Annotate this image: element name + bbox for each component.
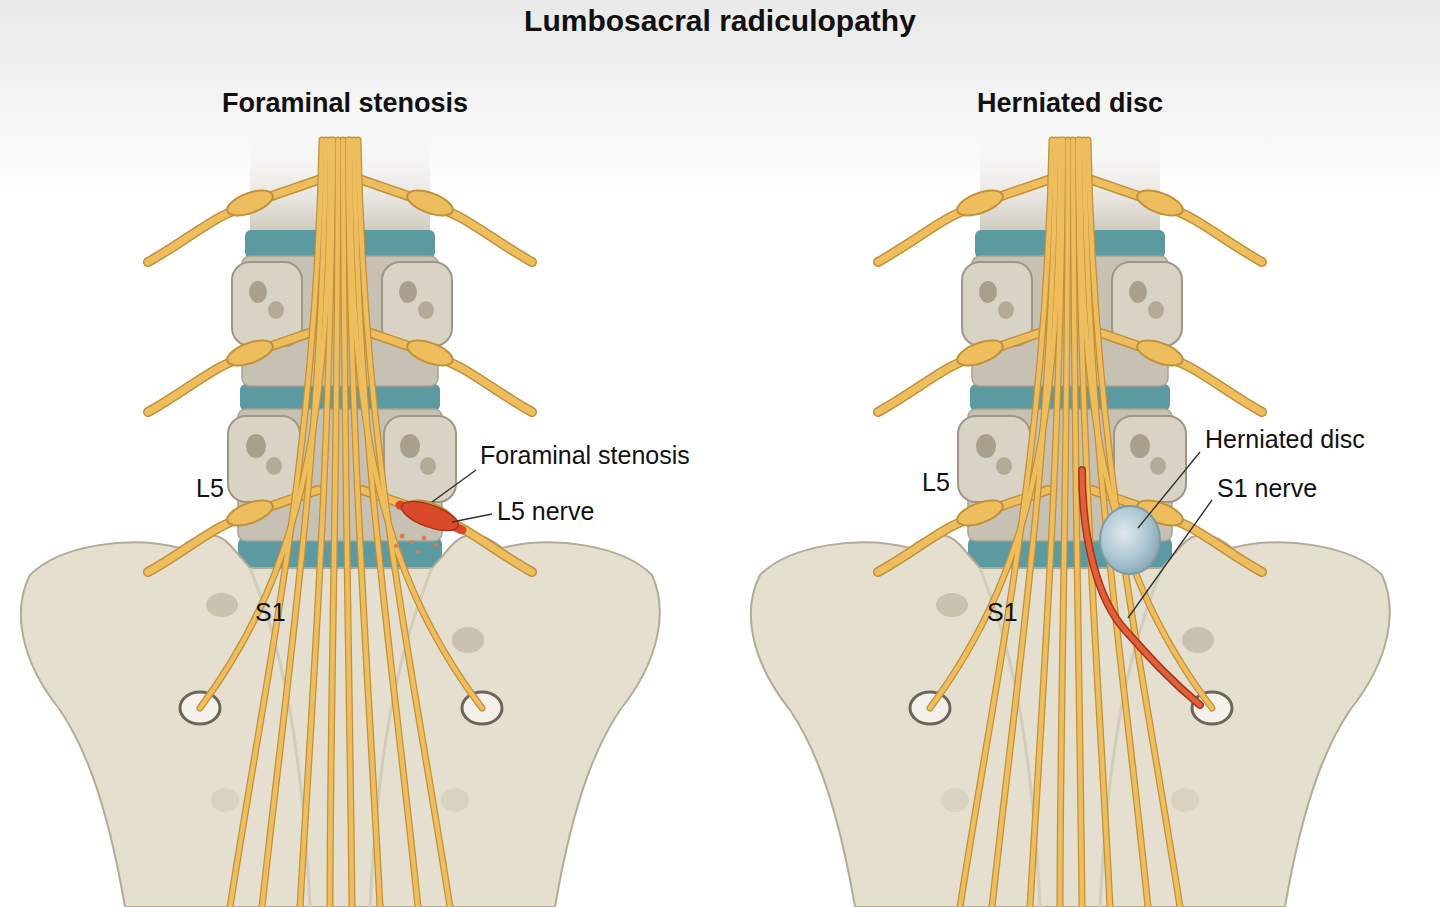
illustration-part — [416, 550, 420, 554]
callout-label: S1 nerve — [1217, 474, 1317, 503]
panel-heading: Herniated disc — [977, 88, 1163, 119]
leader-lines — [432, 452, 1212, 618]
stenosis-highlight — [394, 495, 462, 554]
vertebra-label: L5 — [922, 468, 950, 497]
spine-right — [751, 140, 1390, 907]
diagram-title: Lumbosacral radiculopathy — [524, 4, 916, 39]
illustration-part — [432, 470, 476, 502]
vertebra-label: L5 — [196, 474, 224, 503]
illustration-part — [400, 534, 405, 539]
illustration-part — [452, 514, 492, 522]
callout-label: Foraminal stenosis — [480, 441, 690, 470]
illustration-part — [1100, 506, 1160, 574]
herniation — [1082, 470, 1200, 705]
callout-label: Herniated disc — [1205, 425, 1365, 454]
background-band — [0, 0, 1440, 200]
illustration-part — [398, 495, 462, 536]
illustration-part — [1128, 500, 1212, 618]
illustration-part — [394, 544, 398, 548]
illustration-part — [1138, 452, 1200, 528]
illustration-part — [422, 536, 427, 541]
callout-label: L5 nerve — [497, 497, 594, 526]
panel-heading: Foraminal stenosis — [222, 88, 468, 119]
spine-left — [21, 140, 660, 907]
illustration-part — [410, 540, 414, 544]
vertebra-label: S1 — [255, 598, 286, 627]
illustration-part — [1082, 470, 1200, 705]
illustration-part — [434, 543, 438, 547]
vertebra-label: S1 — [987, 598, 1018, 627]
illustration-part — [1082, 470, 1200, 705]
